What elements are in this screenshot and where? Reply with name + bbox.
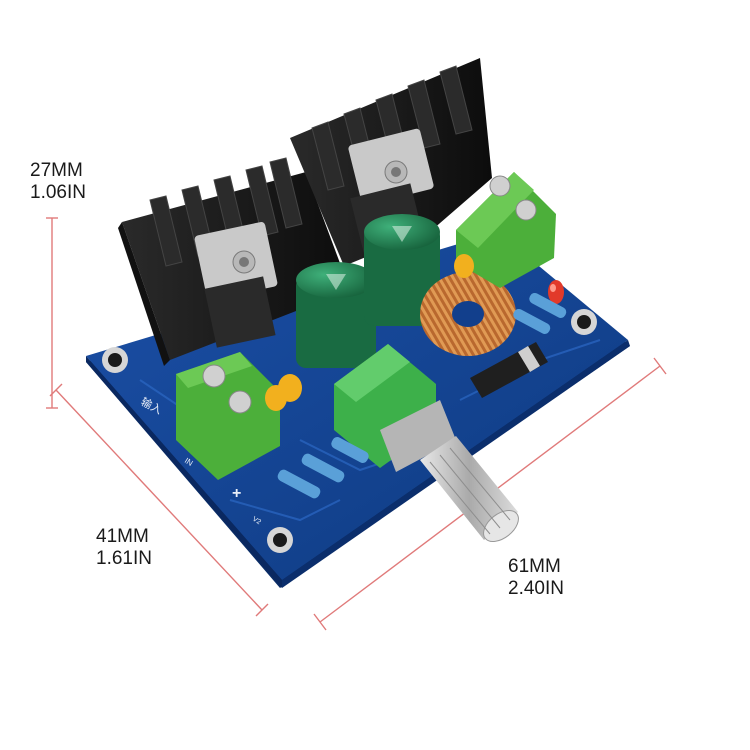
length-dimension-label: 61MM 2.40IN [508,556,564,600]
length-in-text: 2.40IN [508,578,564,599]
resistor [513,308,551,334]
length-mm-text: 61MM [508,556,561,577]
height-dimension-label: 27MM 1.06IN [30,160,86,204]
height-mm-text: 27MM [30,160,83,181]
capacitor [296,262,376,368]
resistor [529,292,567,318]
mounting-hole [102,347,128,373]
heatsink-left [118,157,350,366]
in-silkscreen-label: IN [183,456,195,468]
mounting-hole [571,309,597,335]
v2-silkscreen-label: V2 [251,516,262,527]
ceramic-capacitor [265,254,474,411]
toroid-inductor [420,272,516,356]
diode [470,342,548,398]
height-in-text: 1.06IN [30,182,86,203]
output-terminal-block [456,172,556,288]
resistor [277,469,321,499]
width-dimension-line [55,389,263,611]
potentiometer-knob [420,436,519,543]
width-mm-text: 41MM [96,526,149,547]
mounting-hole [267,527,293,553]
led [548,280,564,304]
input-terminal-block [176,352,280,480]
plus-silkscreen-label: + [232,485,241,502]
width-in-text: 1.61IN [96,548,152,569]
potentiometer [334,344,519,543]
resistor [301,453,345,483]
width-dimension-label: 41MM 1.61IN [96,526,152,570]
resistor [331,437,369,463]
capacitor [364,214,440,326]
